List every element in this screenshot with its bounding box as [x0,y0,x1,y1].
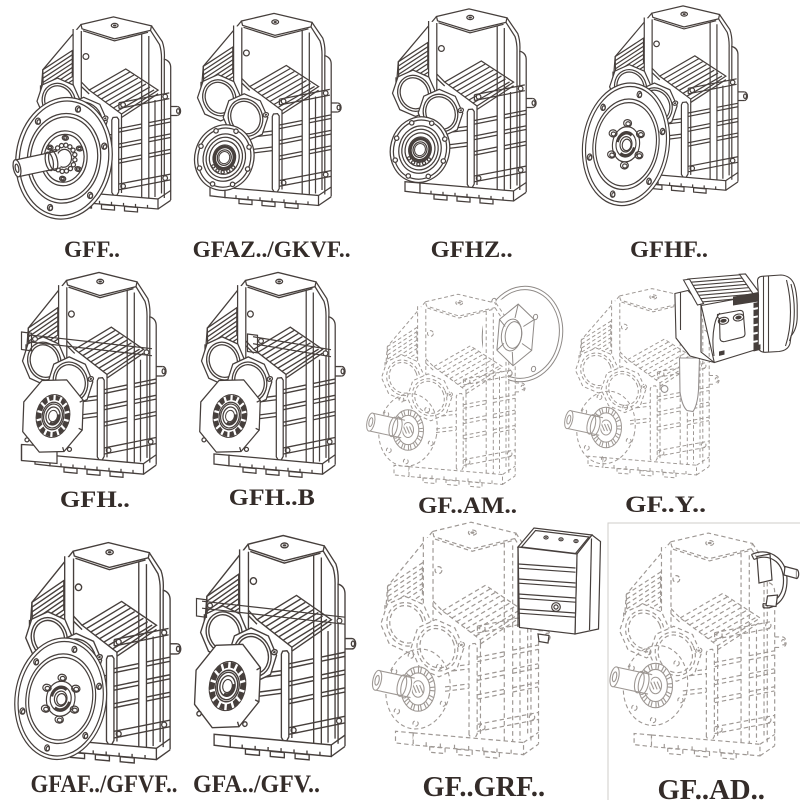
svg-text:GF..AD..: GF..AD.. [657,774,765,800]
svg-text:GFA../GFV..: GFA../GFV.. [193,771,320,798]
svg-text:GF..GRF..: GF..GRF.. [423,771,546,800]
svg-text:GFHZ..: GFHZ.. [431,237,513,262]
svg-text:GF..Y..: GF..Y.. [625,492,706,517]
svg-text:GFH..B: GFH..B [229,485,315,510]
svg-text:GFHF..: GFHF.. [630,237,708,262]
svg-text:GFAF../GFVF..: GFAF../GFVF.. [31,771,178,798]
svg-text:GFF..: GFF.. [64,237,120,262]
svg-text:GFAZ../GKVF..: GFAZ../GKVF.. [193,237,351,262]
svg-text:GFH..: GFH.. [60,487,130,512]
svg-text:GF..AM..: GF..AM.. [418,493,517,518]
